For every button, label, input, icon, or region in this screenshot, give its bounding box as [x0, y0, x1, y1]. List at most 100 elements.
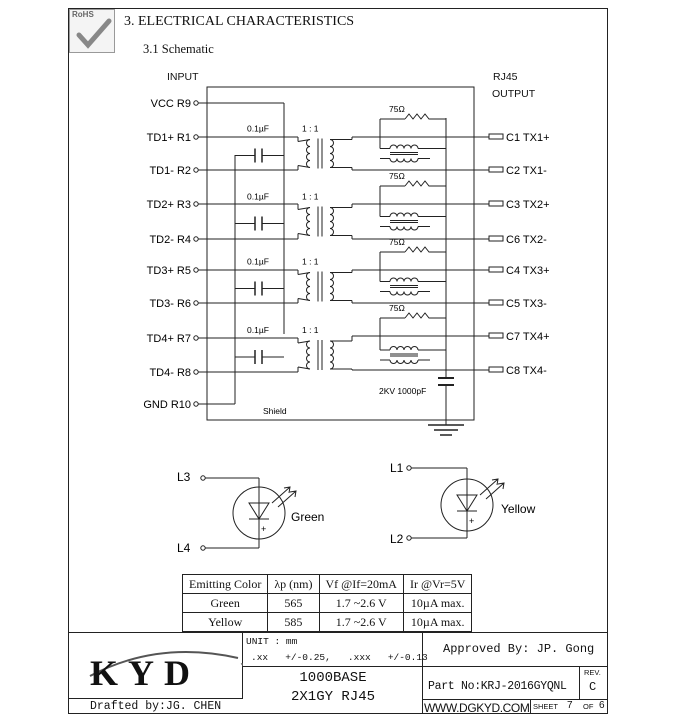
table-cell: 565: [267, 593, 320, 613]
green-plus-sign: +: [261, 524, 266, 534]
yellow-led: [406, 465, 505, 541]
product-line1: 1000BASE: [299, 670, 367, 686]
green-emission-arrows-icon: [271, 486, 297, 508]
choke-icon: [389, 346, 419, 351]
transformer-icon: [306, 272, 311, 301]
choke-icon: [389, 212, 419, 217]
table-cell: Green: [181, 593, 269, 613]
right-pin-label: C2 TX1-: [506, 165, 547, 177]
left-pin-label: VCC R9: [151, 98, 191, 110]
left-pin-label: TD2- R4: [149, 234, 191, 246]
green-led: [200, 475, 297, 551]
tolerance-line: .xx +/-0.25, .xxx +/-0.13: [251, 652, 428, 663]
resistor-label: 75Ω: [389, 104, 405, 114]
connector-contact-icon: [488, 299, 504, 306]
choke-icon: [389, 277, 419, 282]
approved-cell: Approved By: JP. Gong: [423, 632, 608, 667]
green-anode-label: L3: [177, 470, 191, 484]
cap-label: 0.1µF: [247, 124, 269, 134]
pin-terminal-icon: [193, 267, 199, 273]
pin-terminal-icon: [193, 201, 199, 207]
table-cell: 585: [267, 612, 320, 632]
right-pins: C1 TX1+C2 TX1-C3 TX2+C6 TX2-C4 TX3+C5 TX…: [488, 132, 550, 377]
resistor-icon: [404, 246, 433, 253]
ratio-label: 1 : 1: [302, 325, 319, 335]
ratio-label: 1 : 1: [302, 124, 319, 134]
right-pin-label: C8 TX4-: [506, 365, 547, 377]
pin-terminal-icon: [193, 300, 199, 306]
logo-text: KYD: [90, 653, 200, 693]
sheet-cell: SHEET 7 OF 6: [530, 700, 608, 714]
left-pin-label: GND R10: [143, 399, 191, 411]
subsection-title: 3.1 Schematic: [143, 42, 214, 56]
table-header-row: Emitting Color λp (nm) Vf @If=20mA Ir @V…: [181, 574, 473, 594]
section-title: 3. ELECTRICAL CHARACTERISTICS: [124, 14, 355, 29]
left-pin-label: TD4+ R7: [147, 333, 191, 345]
resistor-icon: [404, 312, 433, 319]
led-section: L3 L4 Green + L1 L2 Yellow +: [177, 461, 536, 555]
hv-capacitor: [438, 377, 454, 425]
unit-line: UNIT : mm: [246, 636, 298, 647]
product-cell: 1000BASE 2X1GY RJ45: [243, 667, 423, 714]
left-pin-label: TD1- R2: [149, 165, 191, 177]
resistor-icon: [404, 113, 433, 120]
table-row: Yellow 585 1.7 ~2.6 V 10µA max.: [181, 612, 473, 632]
led-spec-table: Emitting Color λp (nm) Vf @If=20mA Ir @V…: [181, 574, 473, 632]
yellow-anode-label: L1: [390, 461, 404, 475]
green-cathode-label: L4: [177, 541, 191, 555]
connector-contact-icon: [488, 366, 504, 373]
left-pin-label: TD2+ R3: [147, 199, 191, 211]
pin-terminal-icon: [193, 167, 199, 173]
sheet-number: 7: [567, 700, 573, 711]
connector-contact-icon: [488, 200, 504, 207]
yellow-color-label: Yellow: [501, 502, 536, 516]
connector-contact-icon: [488, 266, 504, 273]
pin-terminal-icon: [193, 134, 199, 140]
transformer-icon: [306, 207, 311, 236]
pin-terminal-icon: [193, 100, 199, 106]
cap-label: 0.1µF: [247, 192, 269, 202]
rohs-badge-text: RoHS: [72, 10, 94, 19]
module-outline: [206, 86, 475, 421]
output-label-line1: RJ45: [493, 71, 518, 83]
transformer-icon: [306, 139, 311, 168]
drafted-by: Drafted by:JG. CHEN: [90, 700, 222, 713]
website: WWW.DGKYD.COM: [424, 701, 530, 715]
hv-cap-label: 2KV 1000pF: [379, 386, 426, 396]
left-pin-label: TD1+ R1: [147, 132, 191, 144]
cap-label: 0.1µF: [247, 325, 269, 335]
rev-value: C: [589, 680, 597, 694]
of-label: OF: [583, 702, 594, 711]
rev-cell: REV. C: [580, 667, 608, 700]
pin-terminal-icon: [193, 236, 199, 242]
title-block-outline: [68, 632, 608, 714]
pin-terminal-icon: [193, 401, 199, 407]
logo-cell: KYD: [68, 632, 252, 699]
left-pin-label: TD3+ R5: [147, 265, 191, 277]
right-pin-label: C6 TX2-: [506, 234, 547, 246]
shield-label: Shield: [263, 406, 287, 416]
transformer-icon: [306, 340, 311, 370]
right-pin-label: C3 TX2+: [506, 199, 550, 211]
header-wavelength: λp (nm): [267, 574, 320, 594]
part-number: Part No:KRJ-2016GYQNL: [428, 680, 567, 693]
resistor-icon: [404, 180, 433, 187]
right-pin-label: C7 TX4+: [506, 331, 550, 343]
resistor-label: 75Ω: [389, 171, 405, 181]
connector-contact-icon: [488, 332, 504, 339]
yellow-emission-arrows-icon: [479, 478, 505, 500]
yellow-cathode-label: L2: [390, 532, 404, 546]
yellow-diode-icon: [456, 494, 478, 512]
right-pin-label: C5 TX3-: [506, 298, 547, 310]
rohs-badge: RoHS: [69, 9, 115, 53]
approved-by: Approved By: JP. Gong: [443, 642, 595, 656]
rohs-check-icon: [69, 9, 115, 53]
table-cell: 10µA max.: [402, 612, 473, 632]
resistor-label: 75Ω: [389, 237, 405, 247]
right-pin-label: C4 TX3+: [506, 265, 550, 277]
